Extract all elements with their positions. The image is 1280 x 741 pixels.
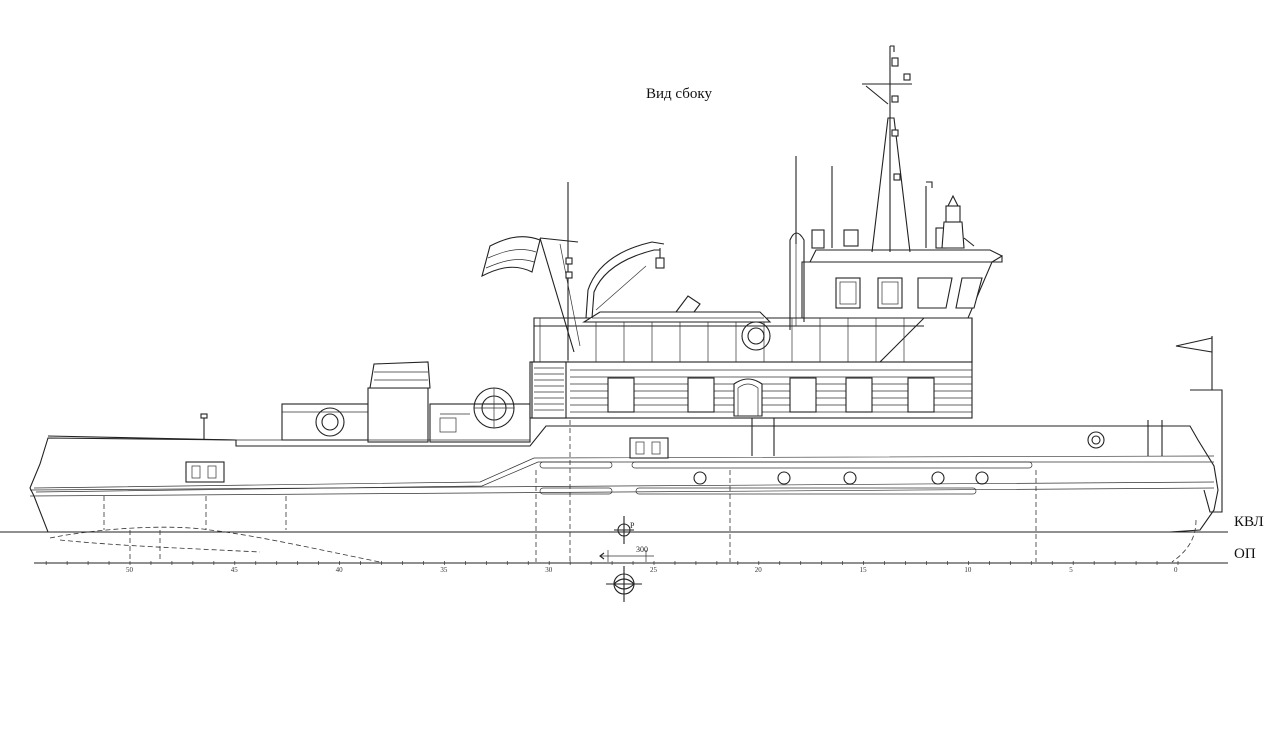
underwater-hidden-lines xyxy=(49,420,1197,563)
aft-deck-equipment xyxy=(236,361,531,443)
superstructure-planking xyxy=(570,369,972,413)
kvl-label: КВЛ xyxy=(1234,514,1264,530)
whip-antennas xyxy=(795,156,947,249)
main-mast xyxy=(862,45,912,253)
frame-number: 35 xyxy=(440,566,448,574)
frame-number: 15 xyxy=(860,566,868,574)
dimension-label: 300 xyxy=(636,545,648,554)
drawing-title: Вид сбоку xyxy=(646,86,712,102)
frame-number: 30 xyxy=(545,566,553,574)
ensign-flag xyxy=(481,236,541,278)
frame-number: 50 xyxy=(126,566,134,574)
superstructure-main xyxy=(529,361,1163,456)
frame-number: 0 xyxy=(1174,566,1178,574)
aft-mast xyxy=(539,182,581,360)
davit-crane xyxy=(585,241,665,319)
frame-number: 40 xyxy=(336,566,344,574)
dimension-300: 300 Р xyxy=(599,521,654,562)
p-marker: Р xyxy=(630,521,635,530)
wheelhouse xyxy=(789,232,1003,330)
ladder xyxy=(531,361,567,419)
hull xyxy=(29,389,1223,533)
frame-number: 10 xyxy=(964,566,972,574)
frame-number: 25 xyxy=(650,566,658,574)
searchlight xyxy=(941,194,975,249)
bow-flagstaff xyxy=(1175,336,1213,390)
propeller-symbol xyxy=(606,516,642,602)
frame-number: 20 xyxy=(755,566,763,574)
op-label: ОП xyxy=(1234,546,1256,562)
frame-number: 5 xyxy=(1069,566,1073,574)
frame-number: 45 xyxy=(231,566,239,574)
frame-tick-marks xyxy=(45,561,1179,565)
